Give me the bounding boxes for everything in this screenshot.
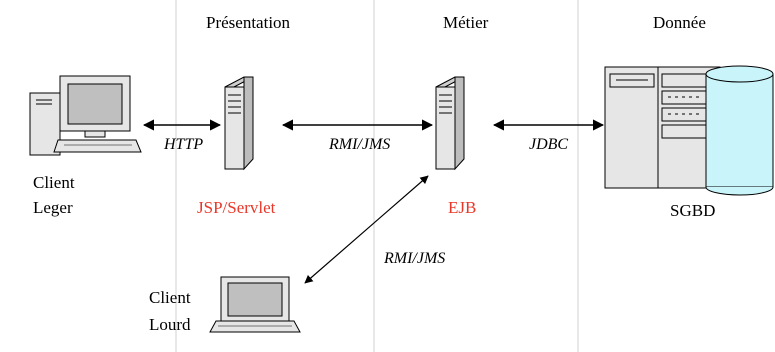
client-lourd-label-line2: Lourd [149, 315, 191, 334]
desktop-computer-icon [29, 75, 142, 156]
client-leger-label-line2: Leger [33, 198, 73, 217]
rmi-jms-lourd-connector [304, 175, 429, 284]
database-server-icon [604, 65, 774, 196]
protocol-rmi-jms-lourd-label: RMI/JMS [384, 250, 446, 267]
tier-presentation-label: Présentation [206, 13, 291, 32]
protocol-jdbc-label: JDBC [529, 136, 569, 153]
server-tower-icon [435, 76, 465, 171]
sgbd-label: SGBD [670, 201, 716, 220]
client-lourd-label-line1: Client [149, 288, 191, 307]
jsp-servlet-label: JSP/Servlet [197, 198, 276, 217]
protocol-rmi-jms-server-label: RMI/JMS [329, 136, 391, 153]
protocol-http-label: HTTP [164, 136, 204, 153]
laptop-icon [209, 276, 301, 333]
tier-donnee-label: Donnée [653, 13, 706, 32]
tier-metier-label: Métier [443, 13, 489, 32]
server-tower-icon [224, 76, 254, 171]
ejb-label: EJB [448, 198, 477, 217]
client-leger-label-line1: Client [33, 173, 75, 192]
